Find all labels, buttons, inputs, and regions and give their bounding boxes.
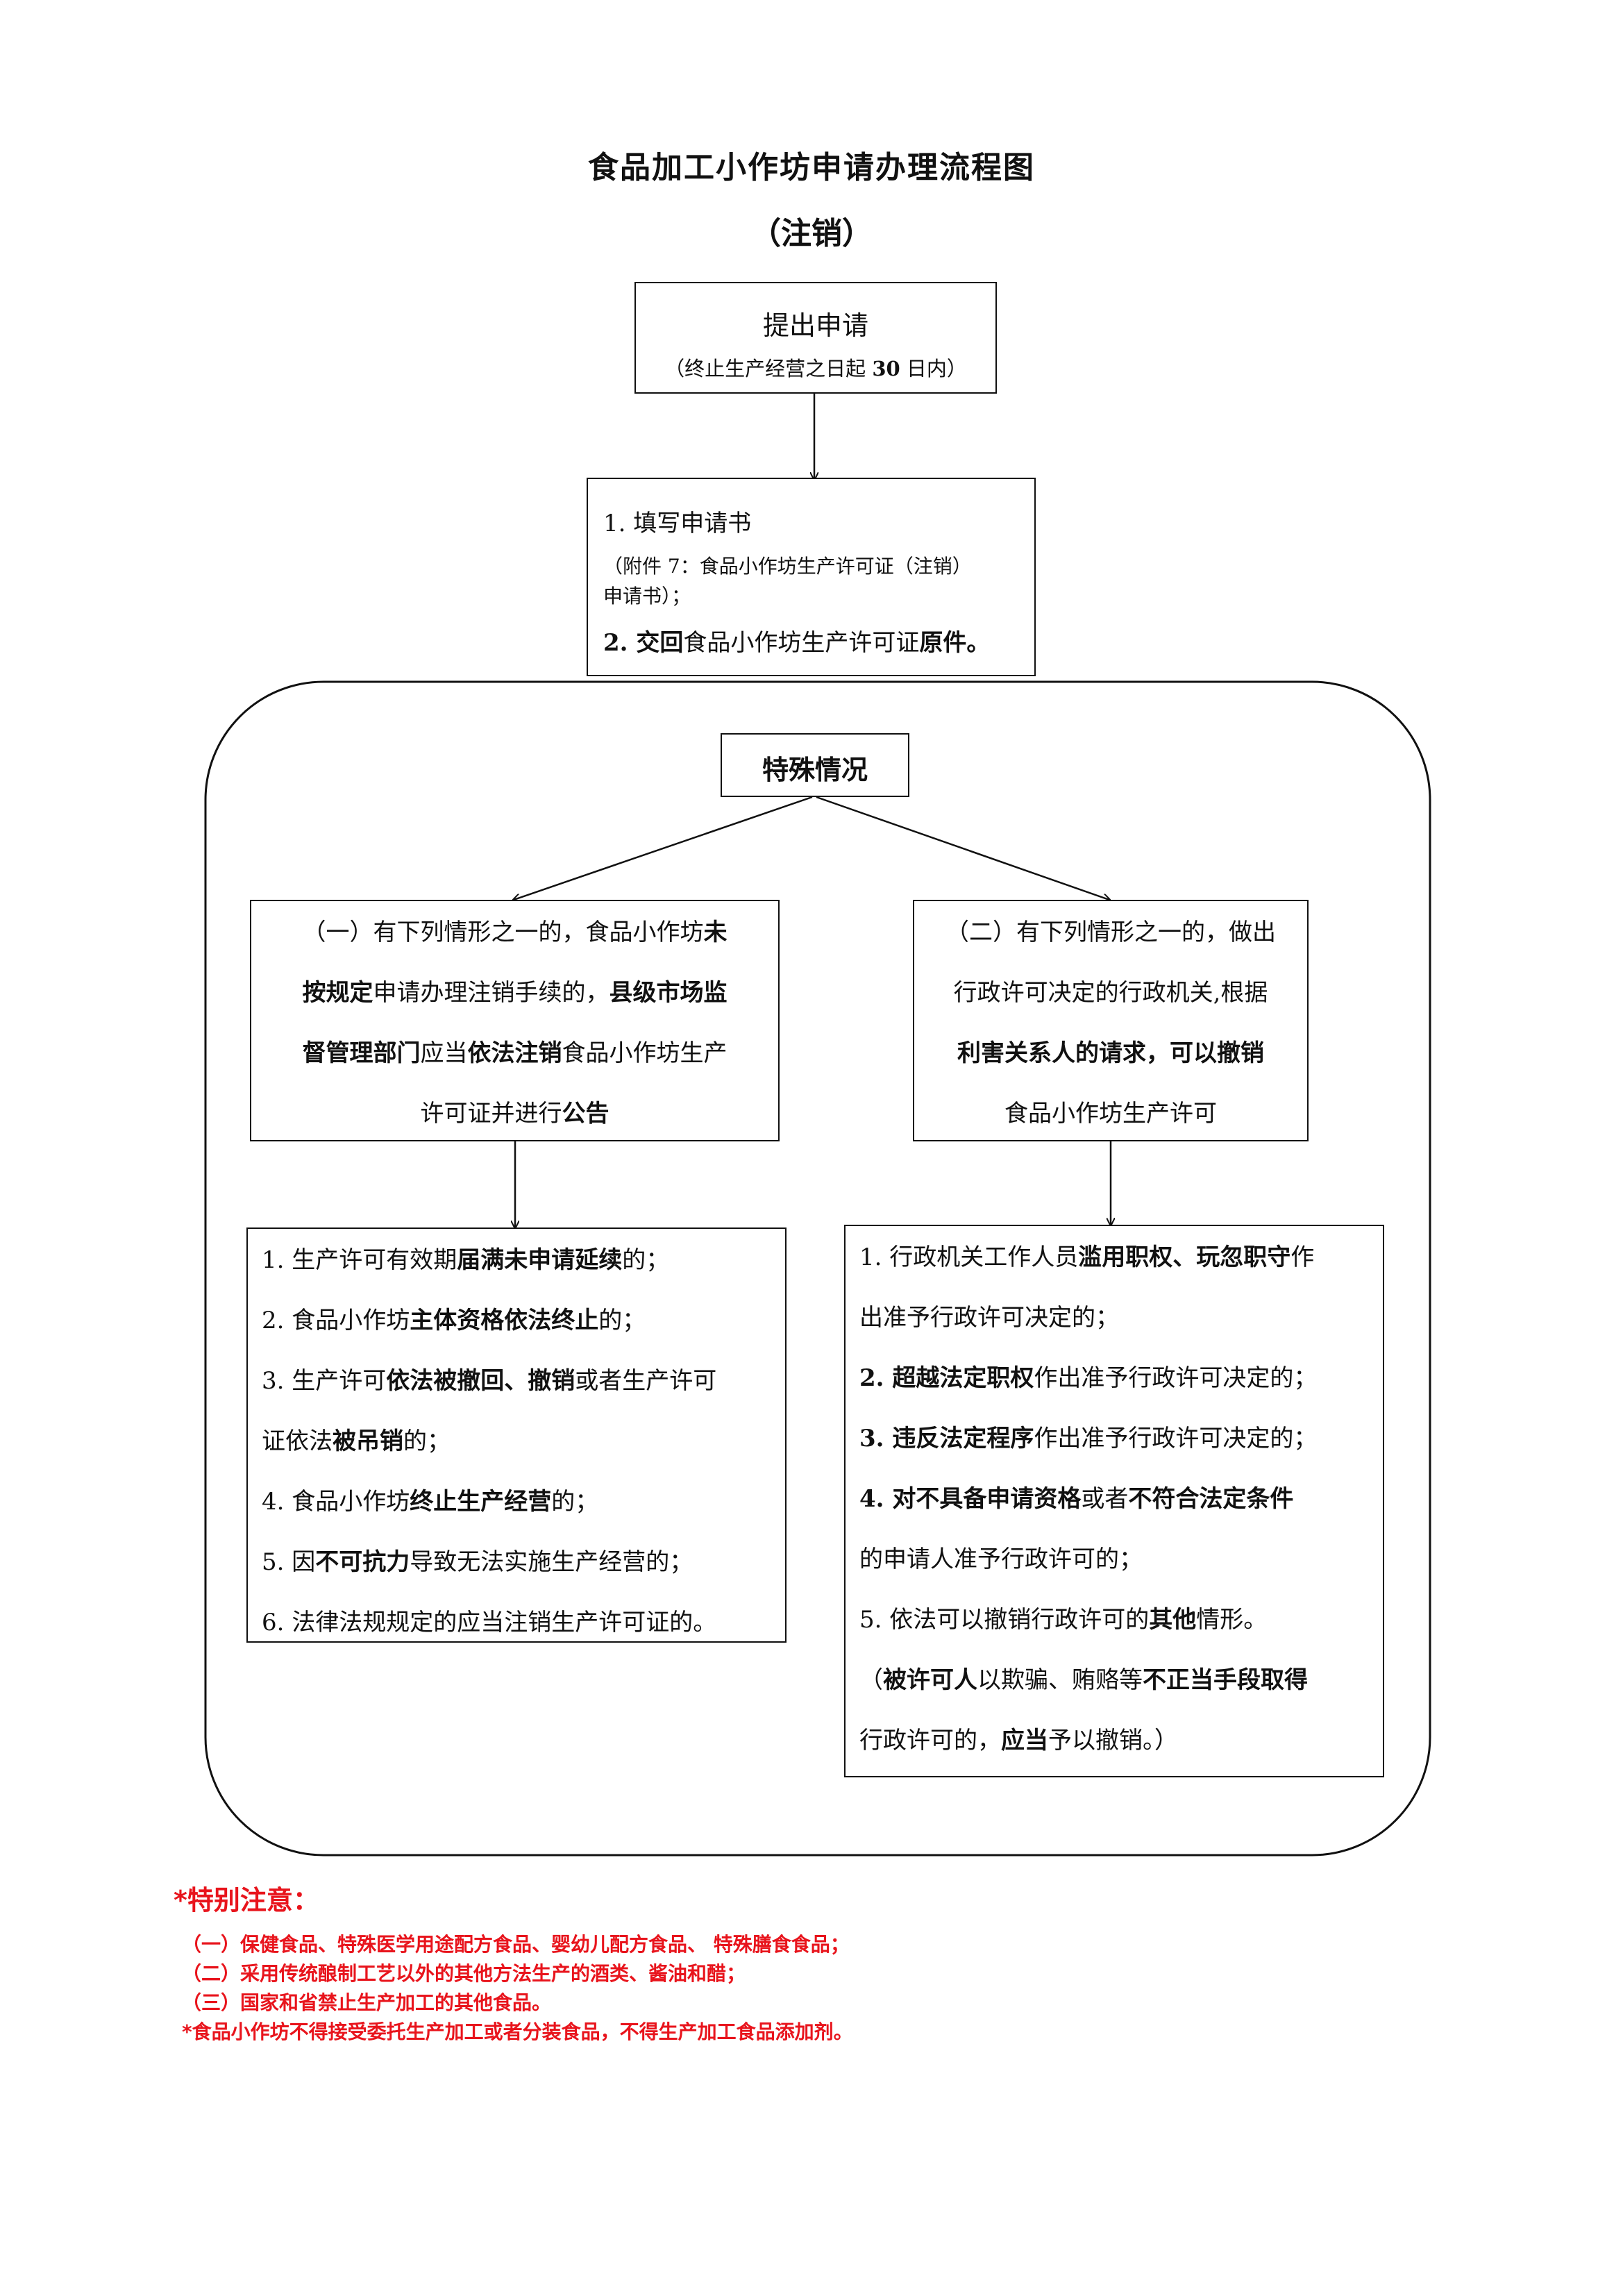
list-item: 1. 行政机关工作人员滥用职权、玩忽职守作 (859, 1243, 1315, 1271)
list-item: 行政许可的，应当予以撤销。） (859, 1727, 1178, 1754)
list-item: 证依法被吊销的； (262, 1427, 451, 1455)
notes-heading: *特别注意： (174, 1885, 319, 1916)
case-one-line-2: 按规定申请办理注销手续的，县级市场监 (302, 979, 728, 1007)
submit-application-box: 提出申请 （终止生产经营之日起 30 日内） (634, 282, 997, 394)
note-item: （二）采用传统酿制工艺以外的其他方法生产的酒类、酱油和醋； (182, 1962, 746, 1985)
list-item: 3. 生产许可依法被撤回、撤销或者生产许可 (262, 1367, 717, 1395)
case-one-conditions-list: 1. 生产许可有效期届满未申请延续的； 2. 食品小作坊主体资格依法终止的； 3… (246, 1227, 787, 1643)
note-item: （三）国家和省禁止生产加工的其他食品。 (182, 1991, 552, 2014)
list-item: 1. 生产许可有效期届满未申请延续的； (262, 1246, 670, 1274)
notes-list: （一）保健食品、特殊医学用途配方食品、婴幼儿配方食品、 特殊膳食食品； （二）采… (182, 1930, 853, 2047)
case-two-line-1: （二）有下列情形之一的，做出 (945, 919, 1276, 946)
doc-item-2: 2. 交回食品小作坊生产许可证原件。 (603, 629, 991, 657)
list-item: 5. 依法可以撤销行政许可的其他情形。 (859, 1606, 1268, 1634)
case-two-line-4: 食品小作坊生产许可 (1004, 1100, 1217, 1128)
special-label: 特殊情况 (762, 754, 868, 785)
page-title: 食品加工小作坊申请办理流程图 (588, 150, 1035, 185)
doc-item-1-note-line2: 申请书）； (603, 585, 691, 607)
arrow-special-to-right (816, 796, 1109, 900)
list-item: （被许可人以欺骗、贿赂等不正当手段取得 (859, 1666, 1308, 1694)
submit-deadline-note: （终止生产经营之日起 30 日内） (664, 357, 967, 380)
list-item: 6. 法律法规规定的应当注销生产许可证的。 (262, 1609, 717, 1636)
page-subtitle: （注销） (750, 216, 873, 251)
list-item: 2. 食品小作坊主体资格依法终止的； (262, 1307, 646, 1334)
case-two-line-2: 行政许可决定的行政机关,根据 (953, 979, 1268, 1007)
case-one-box: （一）有下列情形之一的，食品小作坊未 按规定申请办理注销手续的，县级市场监 督管… (250, 900, 780, 1141)
case-one-line-1: （一）有下列情形之一的，食品小作坊未 (302, 919, 728, 946)
list-item: 5. 因不可抗力导致无法实施生产经营的； (262, 1548, 693, 1576)
note-item: *食品小作坊不得接受委托生产加工或者分装食品，不得生产加工食品添加剂。 (182, 2020, 853, 2043)
special-situations-box: 特殊情况 (721, 733, 909, 797)
doc-item-1: 1. 填写申请书 (603, 510, 752, 537)
case-one-line-4: 许可证并进行公告 (420, 1100, 609, 1128)
case-two-conditions-list: 1. 行政机关工作人员滥用职权、玩忽职守作 出准予行政许可决定的； 2. 超越法… (844, 1225, 1384, 1777)
list-item: 4. 食品小作坊终止生产经营的； (262, 1488, 599, 1516)
list-item: 3. 违反法定程序作出准予行政许可决定的； (859, 1425, 1318, 1452)
doc-item-1-note-line1: （附件 7：食品小作坊生产许可证（注销） (603, 555, 972, 578)
list-item: 4. 对不具备申请资格或者不符合法定条件 (859, 1485, 1294, 1513)
list-item: 的申请人准予行政许可的； (859, 1545, 1143, 1573)
list-item: 出准予行政许可决定的； (859, 1304, 1119, 1332)
case-two-box: （二）有下列情形之一的，做出 行政许可决定的行政机关,根据 利害关系人的请求，可… (913, 900, 1309, 1141)
submit-label: 提出申请 (762, 310, 868, 341)
required-documents-box: 1. 填写申请书 （附件 7：食品小作坊生产许可证（注销） 申请书）； 2. 交… (587, 478, 1036, 676)
special-cases-frame (204, 680, 1431, 1857)
arrow-special-to-left (514, 796, 813, 900)
case-one-line-3: 督管理部门应当依法注销食品小作坊生产 (302, 1039, 728, 1067)
list-item: 2. 超越法定职权作出准予行政许可决定的； (859, 1364, 1318, 1392)
case-two-line-3: 利害关系人的请求，可以撤销 (957, 1039, 1264, 1067)
note-item: （一）保健食品、特殊医学用途配方食品、婴幼儿配方食品、 特殊膳食食品； (182, 1933, 850, 1956)
